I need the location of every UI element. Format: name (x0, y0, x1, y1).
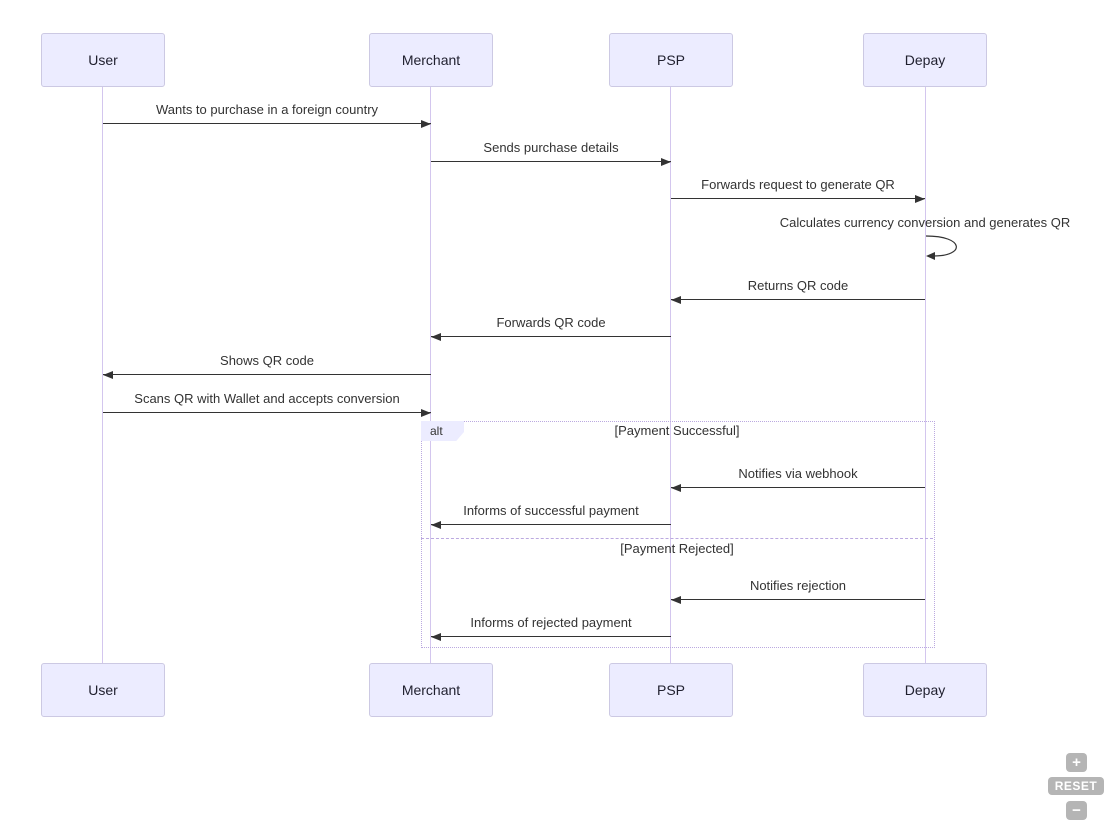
arrow-line (671, 487, 925, 488)
zoom-out-button[interactable]: − (1066, 801, 1087, 820)
alt-condition-rejected: [Payment Rejected] (620, 541, 734, 556)
arrow-line (671, 198, 925, 199)
actor-depay-top: Depay (863, 33, 987, 87)
message-forwards-qr-code: Forwards QR code (431, 315, 671, 341)
actor-user-bottom: User (41, 663, 165, 717)
arrow-line (431, 524, 671, 525)
actor-depay-bottom: Depay (863, 663, 987, 717)
actor-user-top: User (41, 33, 165, 87)
message-text: Returns QR code (747, 278, 849, 293)
message-returns-qr-code: Returns QR code (671, 278, 925, 304)
lifeline-psp (670, 87, 671, 663)
arrowhead-icon (431, 521, 441, 529)
actor-label: User (88, 52, 118, 68)
lifeline-merchant (430, 87, 431, 663)
message-text: Informs of successful payment (463, 503, 639, 518)
arrow-line (103, 412, 431, 413)
alt-frame-label: alt (421, 421, 464, 441)
reset-zoom-button[interactable]: RESET (1048, 777, 1104, 795)
arrowhead-icon (421, 409, 431, 417)
alt-frame (421, 421, 935, 648)
arrow-line (431, 636, 671, 637)
message-text: Notifies rejection (749, 578, 847, 593)
arrowhead-icon (671, 296, 681, 304)
actor-label: Merchant (401, 52, 461, 68)
actor-psp-bottom: PSP (609, 663, 733, 717)
message-text: Sends purchase details (483, 140, 619, 155)
actor-psp-top: PSP (609, 33, 733, 87)
actor-label: Merchant (401, 682, 461, 698)
message-text: Calculates currency conversion and gener… (779, 215, 1071, 230)
arrow-line (431, 336, 671, 337)
arrow-line (103, 123, 431, 124)
actor-label: User (88, 682, 118, 698)
arrowhead-icon (671, 484, 681, 492)
arrowhead-icon (915, 195, 925, 203)
message-text: Notifies via webhook (738, 466, 858, 481)
message-notifies-rejection: Notifies rejection (671, 578, 925, 604)
arrowhead-icon (103, 371, 113, 379)
actor-merchant-bottom: Merchant (369, 663, 493, 717)
arrowhead-icon (671, 596, 681, 604)
message-text: Forwards request to generate QR (701, 177, 895, 192)
arrow-line (103, 374, 431, 375)
arrowhead-icon (431, 633, 441, 641)
self-loop-arrow-icon (925, 235, 957, 260)
message-wants-to-purchase: Wants to purchase in a foreign country (103, 102, 431, 128)
lifeline-user (102, 87, 103, 663)
arrowhead-icon (421, 120, 431, 128)
message-informs-rejected-payment: Informs of rejected payment (431, 615, 671, 641)
message-notifies-via-webhook: Notifies via webhook (671, 466, 925, 492)
arrow-line (671, 299, 925, 300)
alt-section-divider (421, 538, 933, 539)
arrowhead-icon (661, 158, 671, 166)
message-scans-qr-wallet: Scans QR with Wallet and accepts convers… (103, 391, 431, 417)
message-text: Forwards QR code (496, 315, 606, 330)
message-calculates-conversion: Calculates currency conversion and gener… (760, 215, 1090, 237)
arrow-line (431, 161, 671, 162)
message-text: Wants to purchase in a foreign country (155, 102, 379, 117)
message-text: Scans QR with Wallet and accepts convers… (134, 391, 400, 406)
message-forwards-request-generate-qr: Forwards request to generate QR (671, 177, 925, 203)
message-text: Shows QR code (220, 353, 314, 368)
message-informs-successful-payment: Informs of successful payment (431, 503, 671, 529)
actor-label: PSP (656, 682, 685, 698)
actor-label: PSP (656, 52, 685, 68)
actor-label: Depay (904, 52, 946, 68)
lifeline-depay (925, 87, 926, 663)
arrowhead-icon (431, 333, 441, 341)
actor-label: Depay (904, 682, 946, 698)
message-shows-qr-code: Shows QR code (103, 353, 431, 379)
zoom-in-button[interactable]: + (1066, 753, 1087, 772)
alt-condition-successful: [Payment Successful] (614, 423, 740, 438)
message-text: Informs of rejected payment (470, 615, 632, 630)
arrow-line (671, 599, 925, 600)
message-sends-purchase-details: Sends purchase details (431, 140, 671, 166)
actor-merchant-top: Merchant (369, 33, 493, 87)
